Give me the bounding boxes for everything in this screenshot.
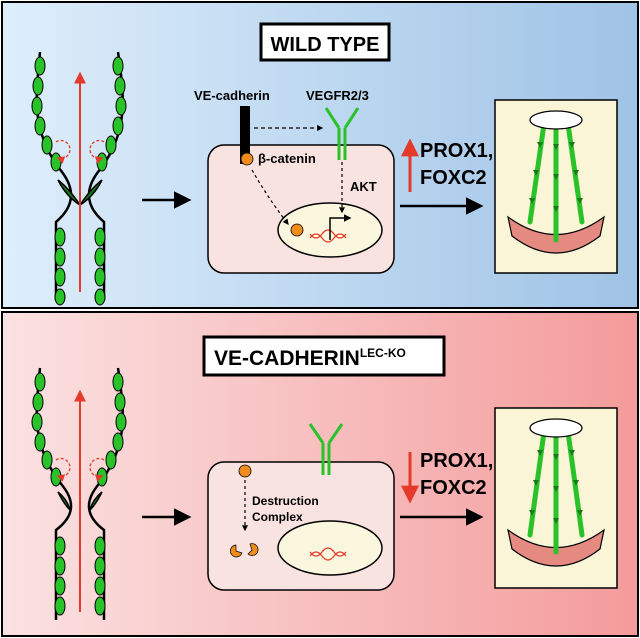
valve-box-knockout	[494, 407, 618, 589]
knockout-title-box	[202, 335, 446, 377]
knockout-title-main: VE-CADHERIN	[214, 347, 360, 370]
wild-type-title: WILD TYPE	[271, 34, 380, 56]
wild-type-title-box	[259, 22, 391, 62]
wild-type-panel: WILD TYPE	[1, 1, 639, 309]
gene-label-prox1-bottom: PROX1,	[420, 450, 493, 472]
destruction-complex-label-2: Complex	[252, 510, 303, 524]
beta-catenin-label: β-catenin	[258, 151, 316, 166]
gene-label-prox1-top: PROX1,	[420, 140, 493, 162]
ve-cadherin-label: VE-cadherin	[194, 88, 270, 103]
knockout-title-superscript: LEC-KO	[360, 346, 406, 360]
gene-label-foxc2-top: FOXC2	[420, 167, 487, 189]
destruction-complex-label-1: Destruction	[252, 494, 319, 508]
vegfr-label: VEGFR2/3	[306, 88, 369, 103]
lymphatic-vessel-knockout	[31, 367, 127, 620]
lec-cell-knockout: Destruction Complex	[207, 461, 395, 591]
beta-catenin-dot-ko	[238, 464, 252, 478]
vegfr-receptor	[324, 107, 360, 160]
ve-cadherin-bar	[240, 106, 250, 164]
vegfr-receptor-ko	[308, 423, 344, 475]
nuclear-beta-catenin	[290, 223, 304, 237]
knockout-panel: VE-CADHERINLEC-KO	[1, 311, 639, 637]
lymphatic-vessel-wild-type	[31, 51, 127, 306]
lec-cell-wild-type	[207, 144, 395, 274]
degraded-catenin-fragment-1	[230, 544, 243, 558]
degraded-catenin-fragment-2	[247, 543, 259, 556]
beta-catenin-dot	[240, 152, 254, 166]
akt-label: AKT	[350, 179, 377, 194]
gene-label-foxc2-bottom: FOXC2	[420, 477, 487, 499]
valve-box-wild-type	[494, 99, 618, 274]
knockout-title: VE-CADHERINLEC-KO	[214, 346, 406, 370]
catenin-to-nucleus-arrow	[251, 169, 289, 225]
